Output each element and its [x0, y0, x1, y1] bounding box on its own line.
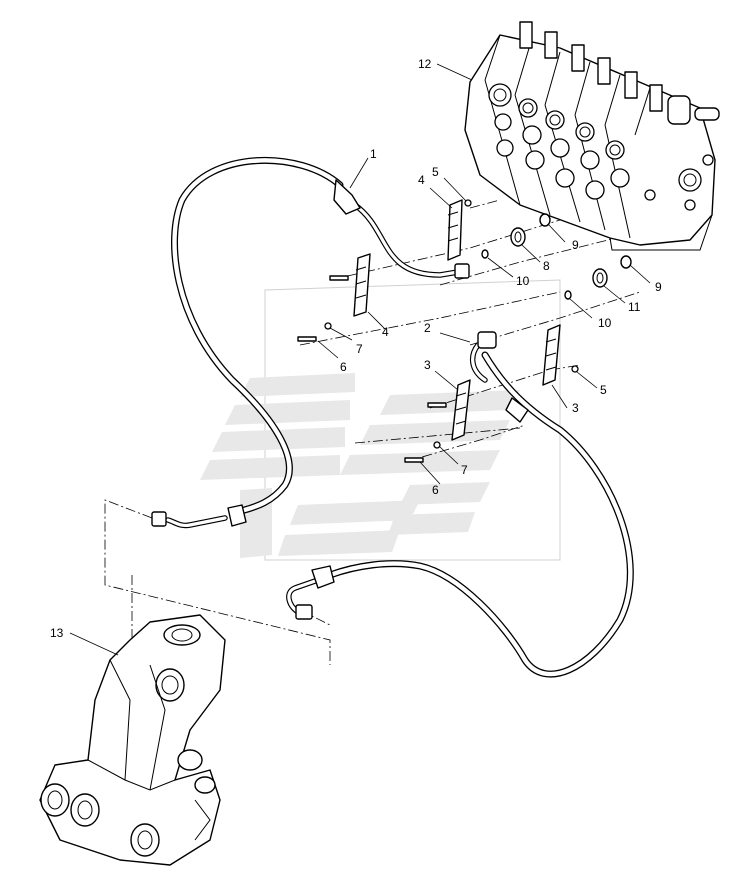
adapter-8	[510, 227, 526, 247]
callout-3-right: 3	[572, 401, 579, 415]
washer-7-upper	[324, 322, 332, 330]
clamp-3-right	[542, 324, 561, 386]
bolt-6-lower	[404, 457, 424, 463]
callout-5-upper: 5	[432, 165, 439, 179]
clamps-and-fasteners	[297, 199, 632, 463]
control-valve	[464, 21, 720, 251]
callout-6-upper: 6	[340, 360, 347, 374]
callout-7-lower: 7	[461, 463, 468, 477]
callout-13: 13	[50, 626, 64, 640]
clamp-4-lower	[353, 253, 371, 317]
bolt-6-upper	[297, 336, 317, 342]
callout-1: 1	[370, 147, 377, 161]
adapter-11	[592, 268, 608, 288]
bolt	[329, 275, 349, 281]
hose-1	[151, 156, 470, 529]
callout-2: 2	[424, 321, 431, 335]
hose-2	[286, 331, 634, 678]
o-ring-10-lower	[564, 290, 572, 300]
watermark-logo	[200, 279, 561, 561]
callout-4-lower: 4	[382, 325, 389, 339]
o-ring-9-lower	[620, 255, 632, 269]
callout-3-left: 3	[424, 358, 431, 372]
callout-7-upper: 7	[356, 342, 363, 356]
valve-spools	[519, 21, 720, 125]
callout-12: 12	[418, 57, 432, 71]
callout-5-lower: 5	[600, 383, 607, 397]
nut-5-upper	[464, 199, 472, 207]
callout-9-lower: 9	[655, 280, 662, 294]
bolt	[427, 402, 447, 408]
callout-10-upper: 10	[516, 274, 530, 288]
o-ring-10-upper	[481, 249, 489, 259]
nut-5-lower	[571, 365, 579, 373]
leader-lines	[69, 63, 651, 656]
swing-bracket	[39, 614, 226, 866]
callout-11: 11	[628, 300, 641, 314]
o-ring-9-upper	[539, 213, 551, 227]
callout-4-upper: 4	[418, 173, 425, 187]
clamp-4-upper	[447, 199, 463, 261]
callout-labels: 1 2 3 3 4 4 5 5 6 6 7 7 8 9 9 10 10 11 1…	[50, 57, 662, 640]
callout-10-lower: 10	[598, 316, 612, 330]
callout-9-upper: 9	[572, 238, 579, 252]
clamp-3-left	[451, 379, 471, 441]
callout-6-lower: 6	[432, 483, 439, 497]
callout-8: 8	[543, 259, 550, 273]
washer-7-lower	[433, 441, 441, 449]
